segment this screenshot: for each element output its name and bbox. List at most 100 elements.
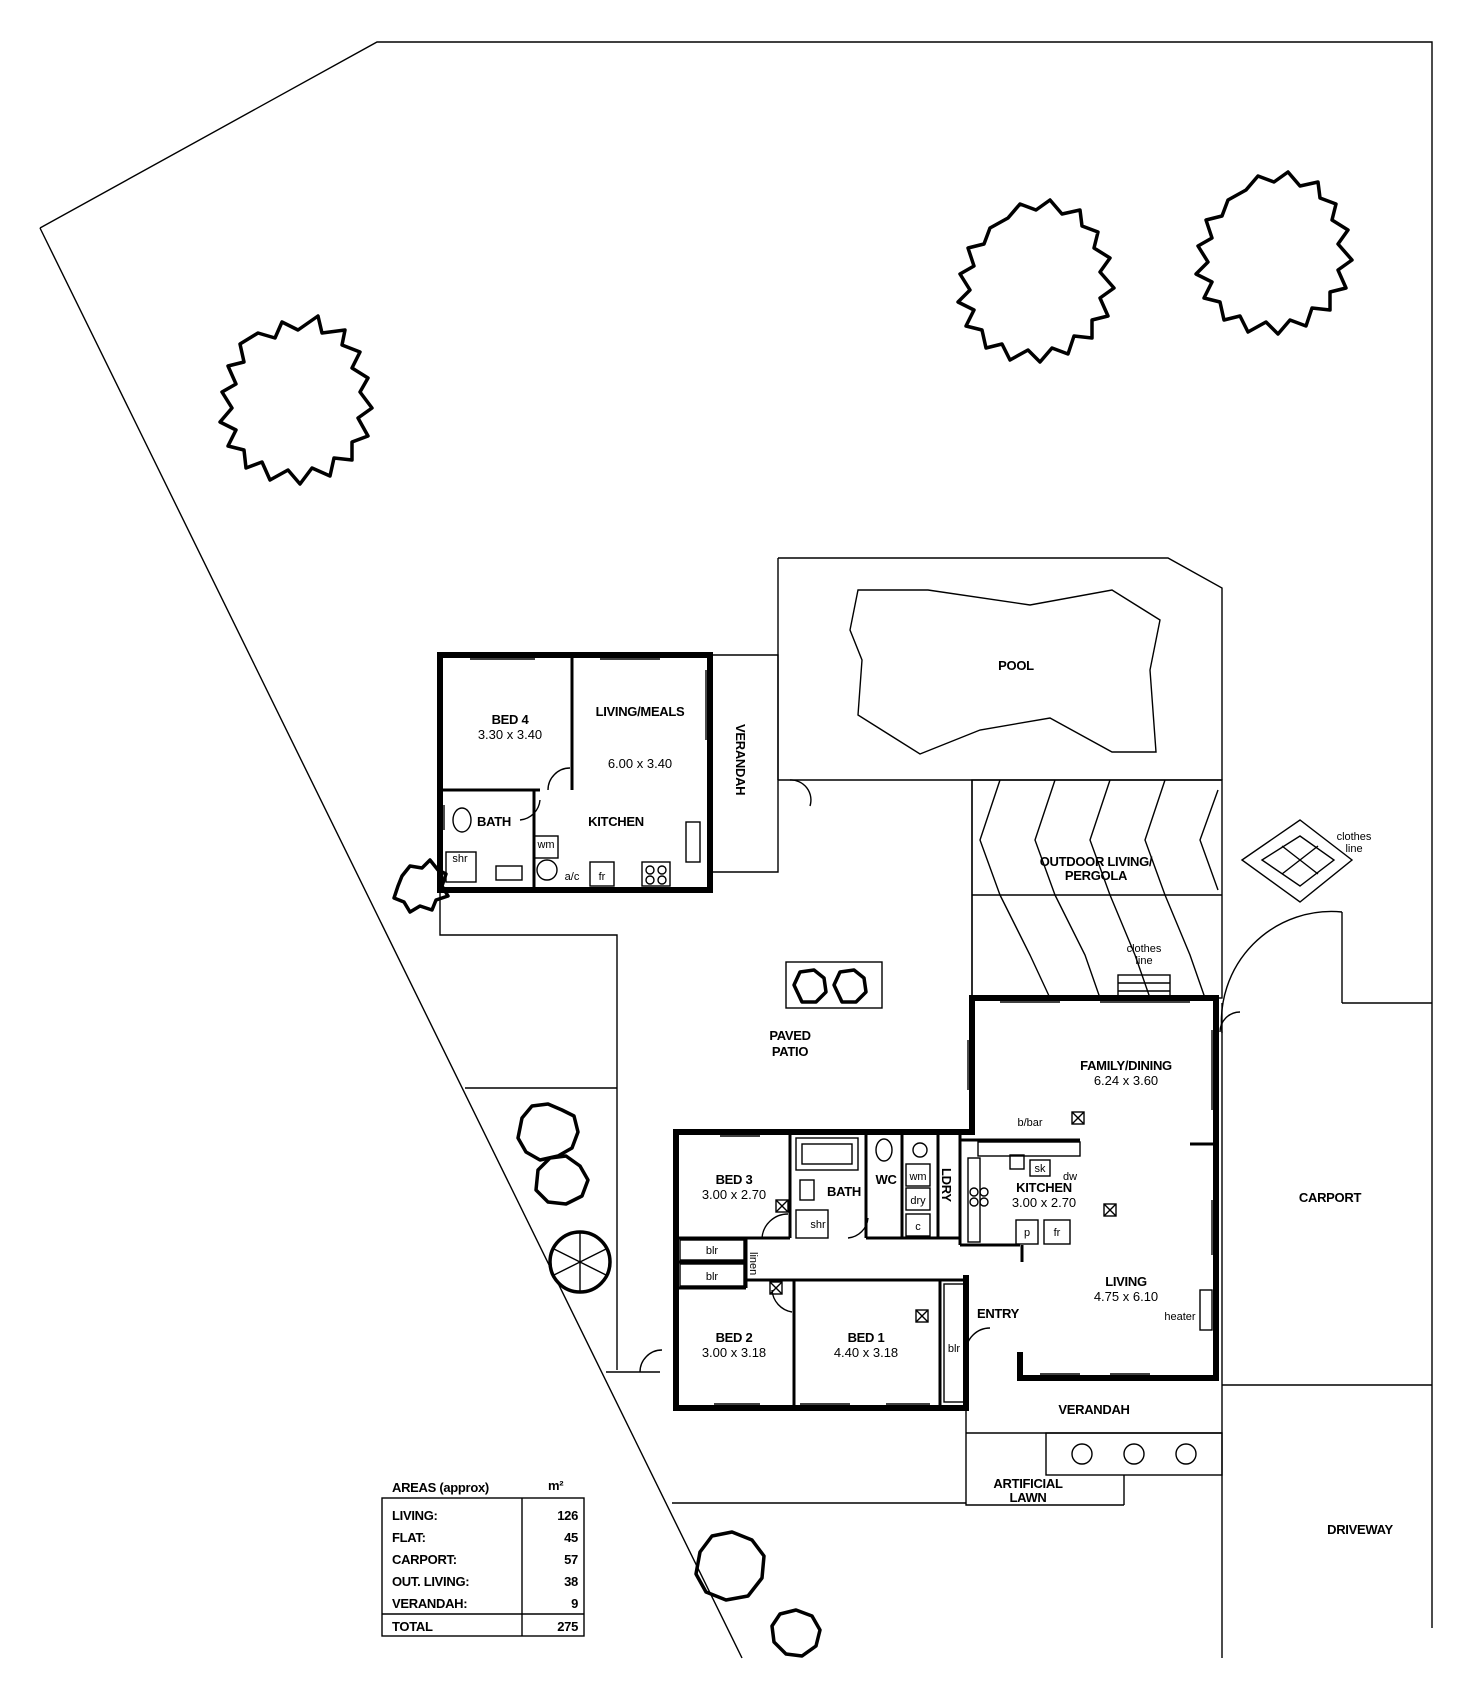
areas-row-value: 57 <box>564 1552 578 1567</box>
bed1-label: BED 1 <box>848 1330 885 1345</box>
kitchen-label: KITCHEN <box>1016 1180 1072 1195</box>
bathtub <box>795 1137 859 1171</box>
driveway-label: DRIVEWAY <box>1327 1522 1393 1537</box>
sink <box>1029 1159 1051 1177</box>
areas-row-value: 38 <box>564 1574 578 1589</box>
living-label: LIVING <box>1105 1274 1147 1289</box>
outdoor-living-label-2: PERGOLA <box>1065 868 1128 883</box>
tree-side-1 <box>516 1102 590 1206</box>
artificial-lawn-label-2: LAWN <box>1009 1490 1046 1505</box>
areas-row-label: OUT. LIVING: <box>392 1574 469 1589</box>
sk-label: sk <box>1035 1163 1047 1175</box>
tree-side-palm <box>548 1230 612 1294</box>
wc-toilet <box>875 1138 893 1162</box>
wm-label: wm <box>908 1171 926 1183</box>
side-yard <box>1220 910 1432 1658</box>
clothes-line-side-1: clothes <box>1337 831 1372 843</box>
areas-row-label: FLAT: <box>392 1530 426 1545</box>
shr-label: shr <box>810 1219 826 1231</box>
fridge <box>1043 1219 1071 1245</box>
flat-kitchen-label: KITCHEN <box>588 814 644 829</box>
bed2-label: BED 2 <box>716 1330 753 1345</box>
flat-wm-box <box>533 835 559 859</box>
bed4-label: BED 4 <box>492 712 530 727</box>
flat-wm-label: wm <box>536 839 554 851</box>
heater-label: heater <box>1164 1311 1196 1323</box>
carport-label: CARPORT <box>1299 1190 1362 1205</box>
blr-bed3-label: blr <box>706 1245 719 1257</box>
tree-large-top-right <box>1194 170 1354 336</box>
areas-title: AREAS (approx) <box>392 1480 489 1495</box>
paved-patio-label-2: PATIO <box>772 1044 808 1059</box>
entry-label: ENTRY <box>977 1306 1020 1321</box>
flat-shr-label: shr <box>452 853 468 865</box>
planter-box <box>785 961 883 1009</box>
living-meals-label: LIVING/MEALS <box>596 704 685 719</box>
flat-toilet <box>452 807 472 833</box>
flat-fr-label: fr <box>599 871 606 883</box>
tree-large-top-middle <box>956 198 1116 364</box>
bed3-dim: 3.00 x 2.70 <box>702 1187 766 1202</box>
clothes-line-pergola-1: clothes <box>1127 943 1162 955</box>
bed1-dim: 4.40 x 3.18 <box>834 1345 898 1360</box>
living-meals-dim: 6.00 x 3.40 <box>608 756 672 771</box>
dry-label: dry <box>910 1195 926 1207</box>
family-dining-label: FAMILY/DINING <box>1080 1058 1172 1073</box>
outdoor-living-label-1: OUTDOOR LIVING/ <box>1040 854 1153 869</box>
areas-row-label: CARPORT: <box>392 1552 457 1567</box>
artificial-lawn-label-1: ARTIFICIAL <box>993 1476 1063 1491</box>
flat-ac-label: a/c <box>565 871 580 883</box>
areas-row-value: 126 <box>557 1508 578 1523</box>
labels: BED 4 3.30 x 3.40 LIVING/MEALS 6.00 x 3.… <box>452 658 1393 1537</box>
c-label: c <box>915 1221 921 1233</box>
patio-fences <box>439 780 973 1373</box>
bath-label: BATH <box>827 1184 861 1199</box>
main-house <box>673 995 1241 1411</box>
robe-bed3 <box>679 1239 745 1261</box>
robe-bed1 <box>943 1283 965 1403</box>
flat-building <box>437 652 713 893</box>
heater <box>1199 1289 1213 1331</box>
shrub-flat <box>392 858 450 914</box>
linen-label: linen <box>747 1252 759 1275</box>
family-dining-dim: 6.24 x 3.60 <box>1094 1073 1158 1088</box>
bed2-dim: 3.00 x 3.18 <box>702 1345 766 1360</box>
robe-bed2 <box>679 1263 745 1287</box>
bed4-dim: 3.30 x 3.40 <box>478 727 542 742</box>
tree-large-left <box>218 314 374 486</box>
bbar-label: b/bar <box>1017 1117 1042 1129</box>
areas-total-value: 275 <box>557 1619 578 1634</box>
fridge-label: fr <box>1054 1227 1061 1239</box>
dw-label: dw <box>1063 1171 1077 1183</box>
clothes-line-side-2: line <box>1345 843 1362 855</box>
areas-row-value: 9 <box>571 1596 578 1611</box>
flat-verandah-label: VERANDAH <box>733 724 748 795</box>
living-dim: 4.75 x 6.10 <box>1094 1289 1158 1304</box>
pantry-label: p <box>1024 1227 1030 1239</box>
ldry-label: LDRY <box>939 1168 954 1202</box>
paved-patio-label-1: PAVED <box>769 1028 810 1043</box>
clothes-line-pergola-2: line <box>1135 955 1152 967</box>
garden-bed <box>1045 1432 1223 1476</box>
blr-bed1-label: blr <box>948 1343 961 1355</box>
areas-row-label: LIVING: <box>392 1508 438 1523</box>
flat-shower <box>445 851 477 883</box>
verandah-label: VERANDAH <box>1058 1402 1129 1417</box>
shower <box>795 1209 829 1239</box>
kitchen-dim: 3.00 x 2.70 <box>1012 1195 1076 1210</box>
areas-unit: m² <box>548 1478 564 1493</box>
areas-row-value: 45 <box>564 1530 578 1545</box>
wc-label: WC <box>875 1172 897 1187</box>
front-verandah <box>672 1408 1223 1506</box>
bed3-label: BED 3 <box>716 1172 753 1187</box>
blr-bed2-label: blr <box>706 1271 719 1283</box>
areas-total-label: TOTAL <box>392 1619 433 1634</box>
breakfast-bar <box>977 1141 1081 1157</box>
site-boundary <box>39 41 1433 1659</box>
flat-bath-label: BATH <box>477 814 511 829</box>
tree-bottom-1 <box>694 1530 766 1602</box>
tree-bottom-2 <box>770 1608 822 1658</box>
